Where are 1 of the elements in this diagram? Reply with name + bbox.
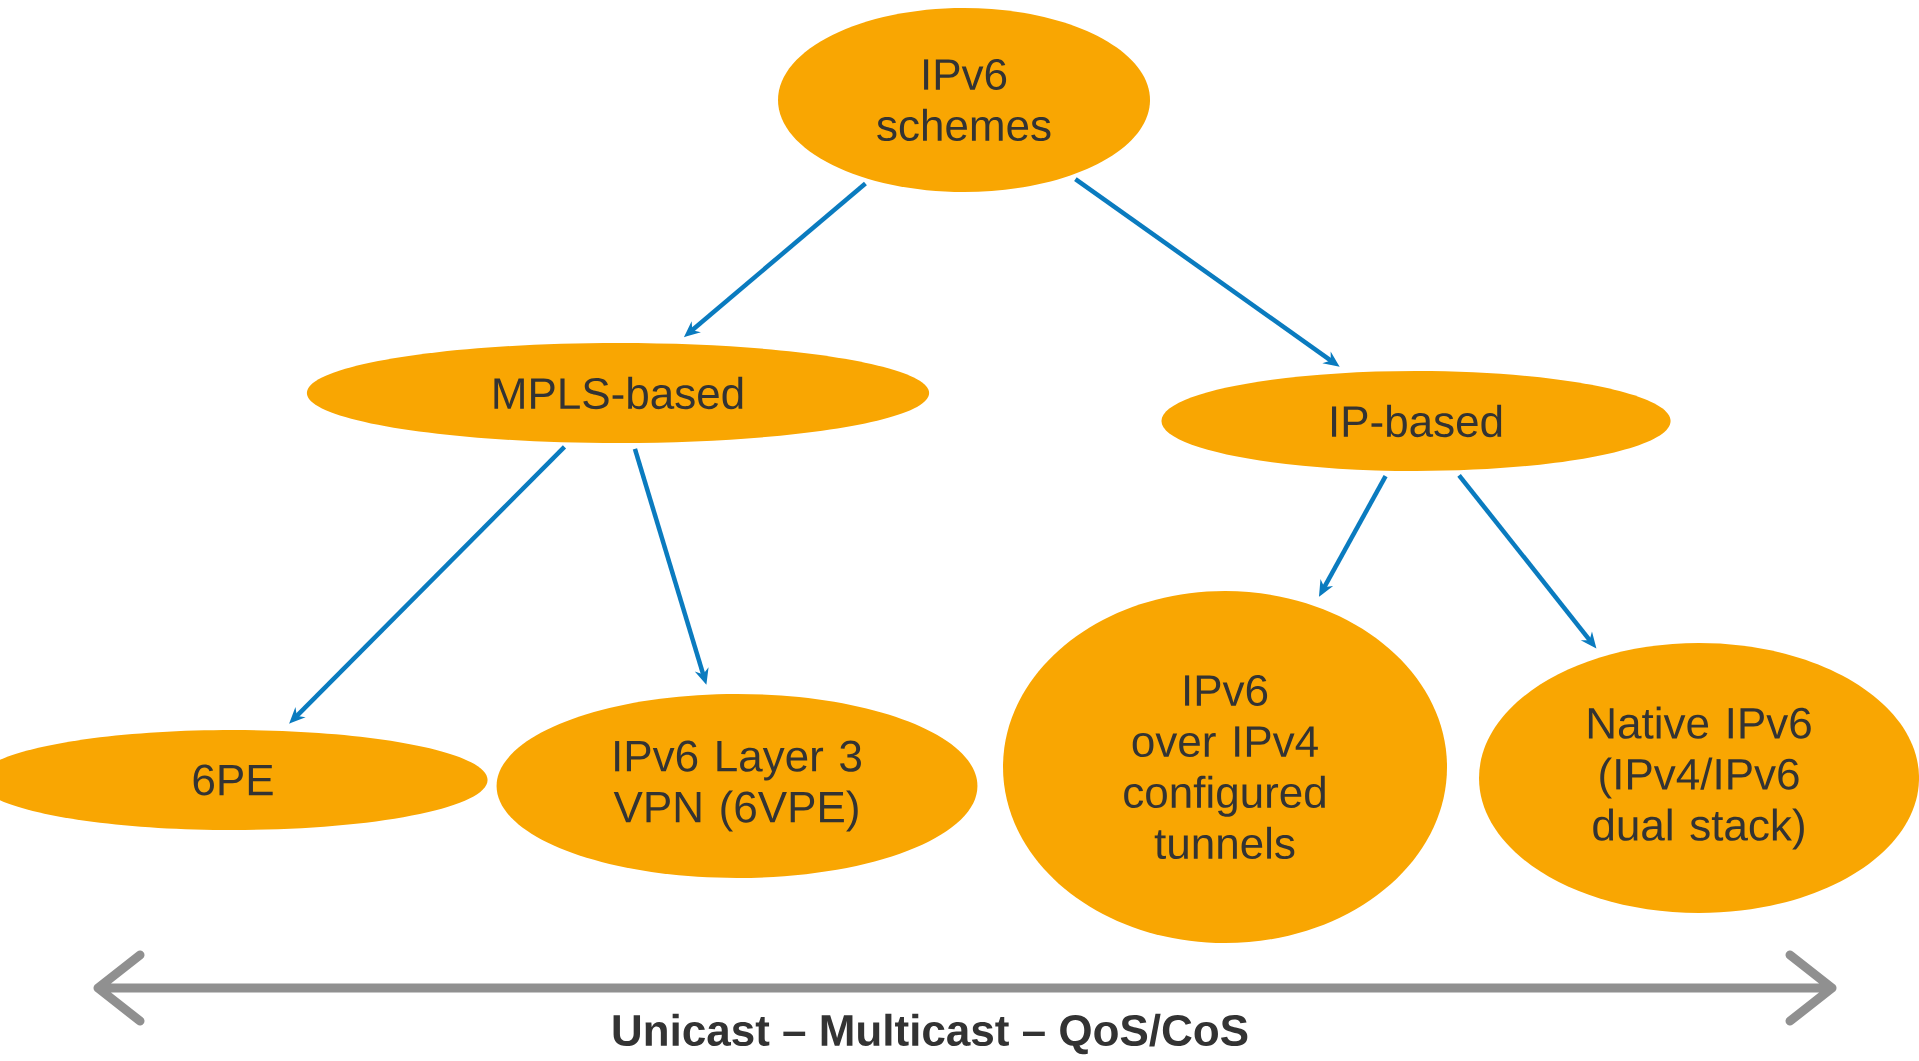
axis-label: Unicast – Multicast – QoS/CoS	[613, 1013, 1248, 1055]
